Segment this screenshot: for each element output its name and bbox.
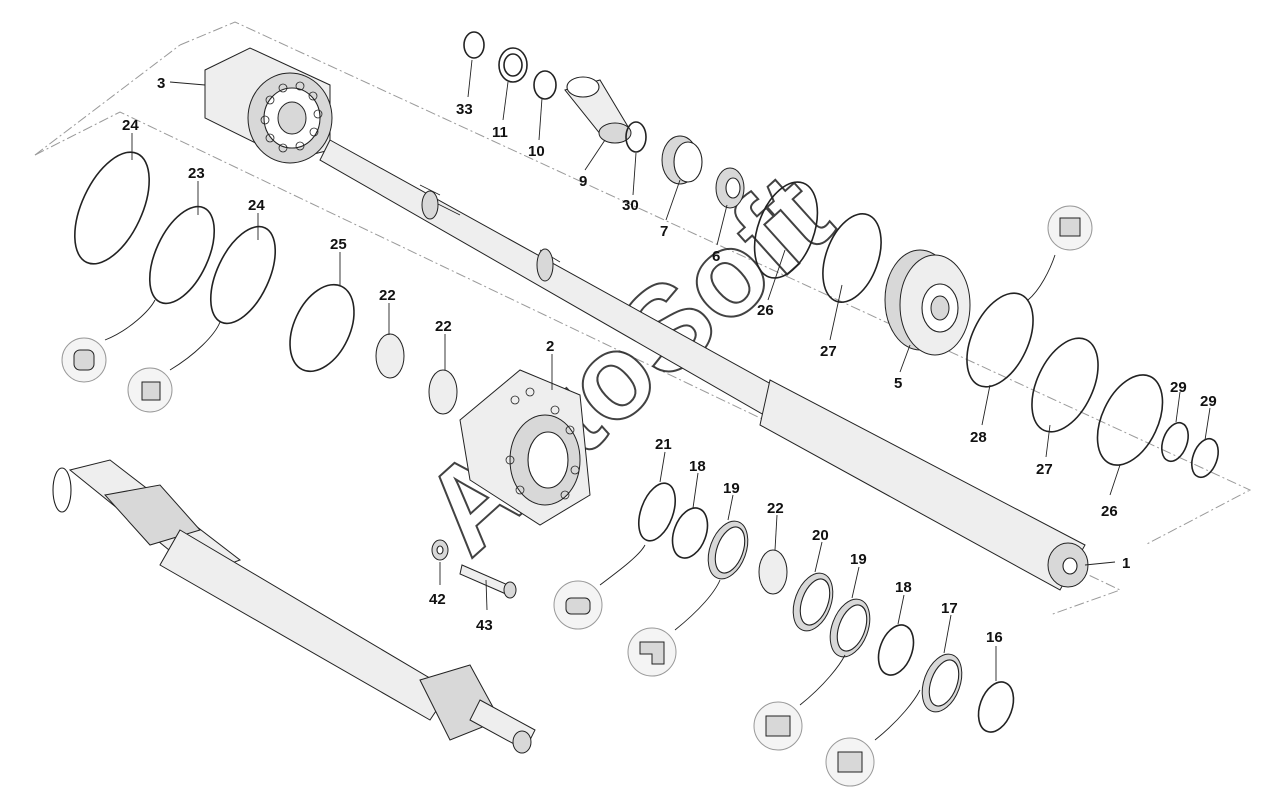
- part-23-ring: [148, 205, 216, 305]
- label-part-26b[interactable]: 26: [1101, 503, 1118, 520]
- label-part-22c[interactable]: 22: [767, 500, 784, 517]
- part-28-ring: [966, 292, 1034, 388]
- label-part-29b[interactable]: 29: [1200, 393, 1217, 410]
- part-16-circlip: [977, 681, 1015, 733]
- label-part-20[interactable]: 20: [812, 527, 829, 544]
- label-part-17[interactable]: 17: [941, 600, 958, 617]
- part-27b-ring: [1031, 337, 1099, 433]
- label-part-3[interactable]: 3: [157, 75, 165, 92]
- label-part-10[interactable]: 10: [528, 143, 545, 160]
- label-part-16[interactable]: 16: [986, 629, 1003, 646]
- assembly-boundaries: [34, 21, 1252, 616]
- label-part-23[interactable]: 23: [188, 165, 205, 182]
- part-43-bolt[interactable]: [459, 564, 517, 599]
- small-rings-top[interactable]: [463, 31, 647, 153]
- leader-lines: [104, 59, 1211, 741]
- seal-rings-piston-left[interactable]: [743, 173, 893, 310]
- part-29b-ring: [1191, 437, 1219, 479]
- label-part-18a[interactable]: 18: [689, 458, 706, 475]
- part-22a-bush: [375, 333, 405, 379]
- seal-rings-left[interactable]: [59, 141, 458, 415]
- part-3-rear-cap[interactable]: [204, 47, 333, 164]
- part-21-ring: [637, 482, 677, 542]
- part-24b-ring: [209, 225, 277, 325]
- label-part-25[interactable]: 25: [330, 236, 347, 253]
- seal-rings-piston-right[interactable]: [953, 283, 1223, 481]
- label-part-11[interactable]: 11: [492, 124, 508, 141]
- seal-rings-head[interactable]: [632, 478, 1020, 737]
- label-part-19b[interactable]: 19: [850, 551, 867, 568]
- label-part-42[interactable]: 42: [429, 591, 446, 608]
- label-part-7[interactable]: 7: [660, 223, 668, 240]
- label-part-5[interactable]: 5: [894, 375, 902, 392]
- part-5-piston[interactable]: [884, 249, 971, 356]
- part-29a-ring: [1161, 421, 1189, 463]
- label-part-30[interactable]: 30: [622, 197, 639, 214]
- part-18b-ring: [877, 624, 915, 676]
- assembled-cylinder-view: [52, 459, 536, 754]
- part-2-front-head[interactable]: [459, 369, 591, 526]
- part-11-ring-inner: [503, 53, 523, 77]
- part-24a-ring: [74, 151, 150, 265]
- label-part-9[interactable]: 9: [579, 173, 587, 190]
- part-33-ring: [463, 31, 485, 59]
- part-26a-ring: [753, 181, 819, 279]
- label-part-26a[interactable]: 26: [757, 302, 774, 319]
- label-part-28[interactable]: 28: [970, 429, 987, 446]
- label-part-21[interactable]: 21: [655, 436, 672, 453]
- label-part-2[interactable]: 2: [546, 338, 554, 355]
- part-11-ring: [498, 47, 528, 83]
- label-part-24b[interactable]: 24: [248, 197, 265, 214]
- part-10-ring: [533, 70, 557, 100]
- label-part-27b[interactable]: 27: [1036, 461, 1053, 478]
- label-part-29a[interactable]: 29: [1170, 379, 1187, 396]
- part-42-washer[interactable]: [431, 539, 449, 561]
- part-26b-ring: [1096, 374, 1164, 466]
- label-part-33[interactable]: 33: [456, 101, 473, 118]
- part-6-nut[interactable]: [715, 167, 745, 209]
- part-25-ring: [289, 283, 355, 373]
- seal-profile-callouts: [61, 205, 1093, 787]
- label-part-1[interactable]: 1: [1122, 555, 1130, 572]
- part-27a-ring: [822, 213, 882, 303]
- part-7-sleeve[interactable]: [661, 135, 703, 185]
- label-part-43[interactable]: 43: [476, 617, 493, 634]
- label-part-19a[interactable]: 19: [723, 480, 740, 497]
- label-part-27a[interactable]: 27: [820, 343, 837, 360]
- part-labels: 3 24 23 24 25 22 22 2 33 11 10 9 30 7 6 …: [122, 75, 1217, 646]
- label-part-6[interactable]: 6: [712, 248, 720, 265]
- label-part-22b[interactable]: 22: [435, 318, 452, 335]
- part-18a-ring: [671, 507, 709, 559]
- part-30-ring: [625, 121, 647, 153]
- label-part-18b[interactable]: 18: [895, 579, 912, 596]
- part-9-bushing[interactable]: [564, 76, 632, 144]
- label-part-24a[interactable]: 24: [122, 117, 139, 134]
- part-22c-bush: [758, 549, 788, 595]
- label-part-22a[interactable]: 22: [379, 287, 396, 304]
- part-22b-bush: [428, 369, 458, 415]
